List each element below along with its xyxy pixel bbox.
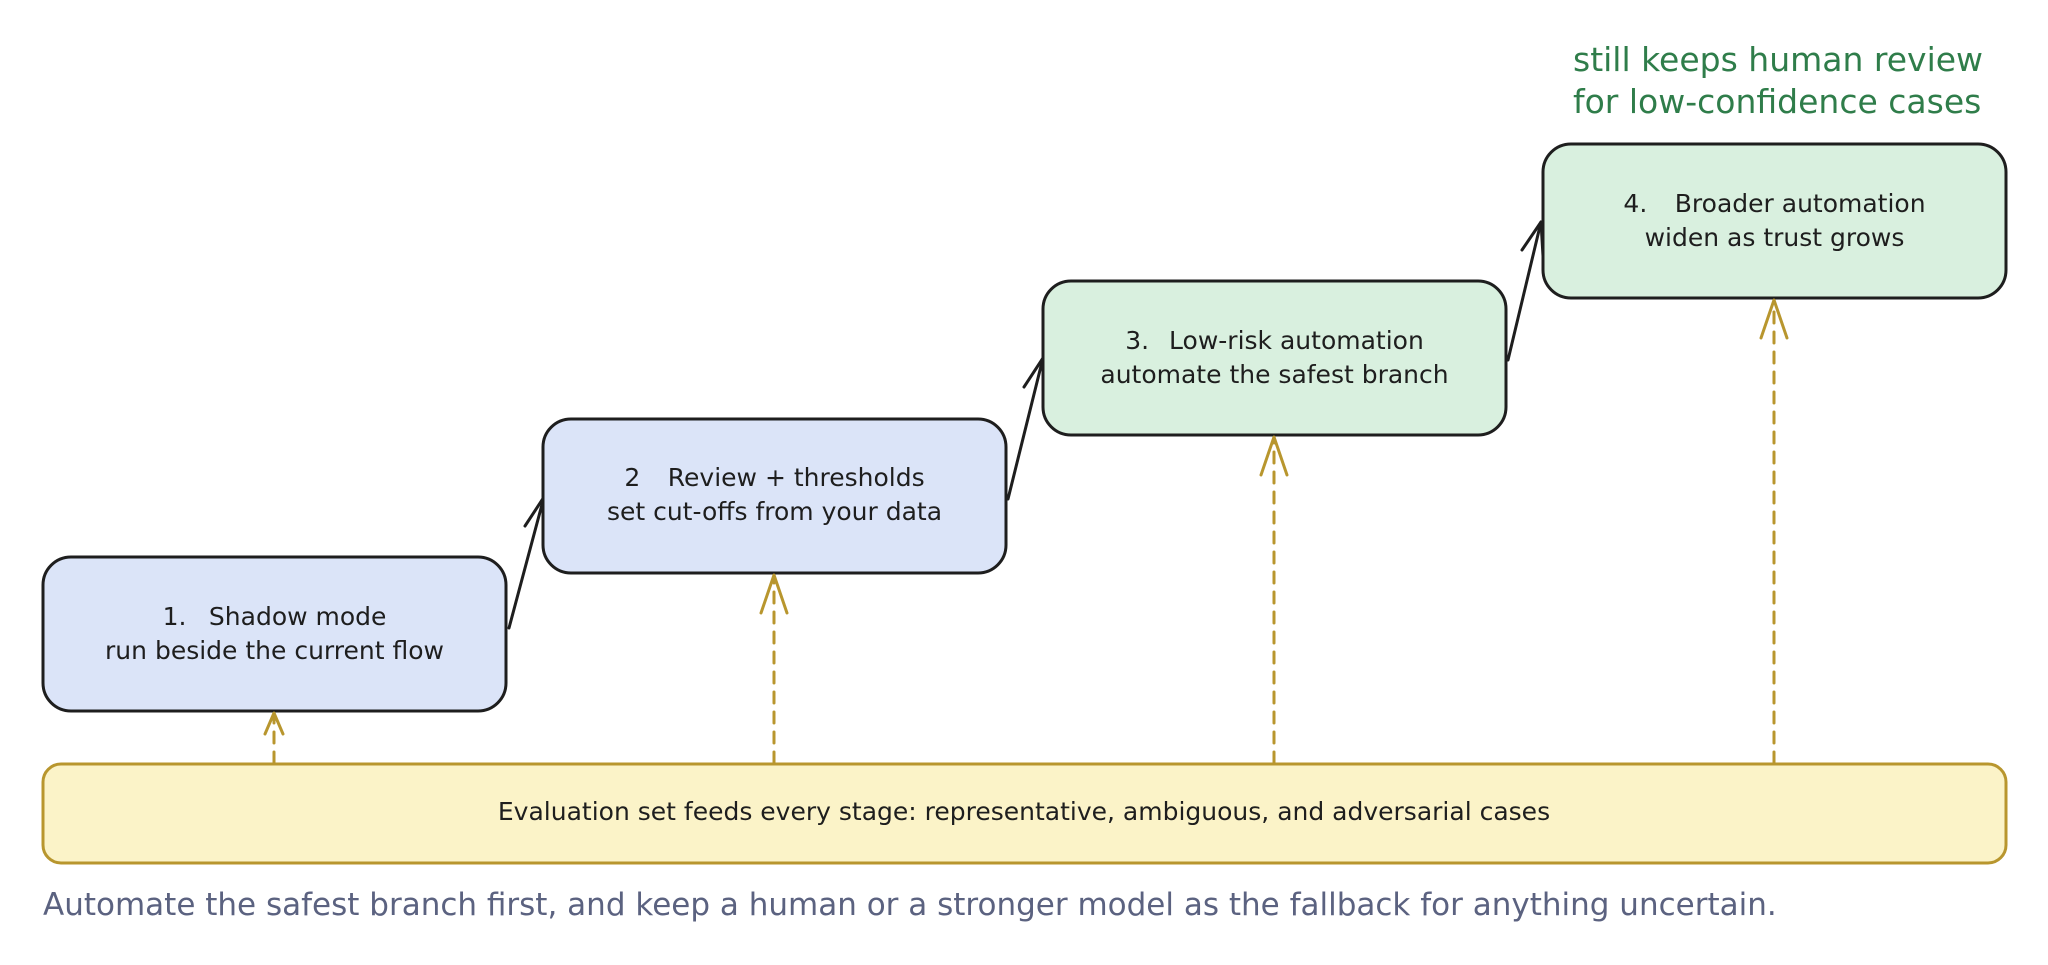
feed-arrow-stage-3 — [1259, 435, 1289, 765]
stage-3-box: 3. Low-risk automation automate the safes… — [1041, 279, 1508, 437]
stage-4-title: Broader automation — [1675, 189, 1926, 218]
connector-1-to-2 — [507, 495, 547, 630]
evaluation-feed-arrows — [263, 298, 1789, 765]
stage-4-subtitle: widen as trust grows — [1645, 223, 1905, 252]
feed-arrow-stage-1 — [263, 711, 285, 765]
stage-3-shape — [1041, 279, 1508, 437]
stage-3-number: 3. — [1125, 326, 1149, 355]
stage-1-subtitle: run beside the current flow — [105, 636, 444, 665]
feed-arrow-stage-2 — [759, 573, 789, 765]
stage-4-box: 4. Broader automation widen as trust grow… — [1541, 142, 2008, 300]
evaluation-bar: Evaluation set feeds every stage: repres… — [41, 762, 2008, 865]
feed-arrow-stage-4 — [1759, 298, 1789, 765]
stage-3-subtitle: automate the safest branch — [1100, 360, 1448, 389]
stage-1-heading: 1. Shadow mode — [163, 602, 387, 631]
stage-4-number: 4. — [1623, 189, 1647, 218]
stage-2-box: 2 Review + thresholds set cut-offs from y… — [541, 417, 1008, 575]
stage-1-number: 1. — [163, 602, 187, 631]
stage-1-shape — [41, 555, 508, 713]
stage-4-note: still keeps human review for low-confide… — [1573, 40, 1983, 121]
stage-2-number: 2 — [624, 463, 640, 492]
evaluation-bar-label: Evaluation set feeds every stage: repres… — [498, 797, 1550, 826]
stage-3-title: Low-risk automation — [1169, 326, 1424, 355]
note-line-1: still keeps human review — [1573, 40, 1983, 79]
stage-4-shape — [1541, 142, 2008, 300]
stage-2-heading: 2 Review + thresholds — [624, 463, 924, 492]
stage-2-subtitle: set cut-offs from your data — [607, 497, 942, 526]
connector-3-to-4 — [1506, 220, 1545, 362]
stage-2-shape — [541, 417, 1008, 575]
connector-2-to-3 — [1006, 356, 1047, 501]
stage-2-title: Review + thresholds — [668, 463, 925, 492]
stage-3-heading: 3. Low-risk automation — [1125, 326, 1424, 355]
stage-connectors — [507, 220, 1545, 630]
stage-1-title: Shadow mode — [209, 602, 387, 631]
evaluation-bar-shape — [41, 762, 2008, 865]
stage-4-heading: 4. Broader automation — [1623, 189, 1925, 218]
diagram-caption: Automate the safest branch first, and ke… — [43, 887, 1777, 923]
stage-1-box: 1. Shadow mode run beside the current flo… — [41, 555, 508, 713]
note-line-2: for low-confidence cases — [1573, 82, 1981, 121]
